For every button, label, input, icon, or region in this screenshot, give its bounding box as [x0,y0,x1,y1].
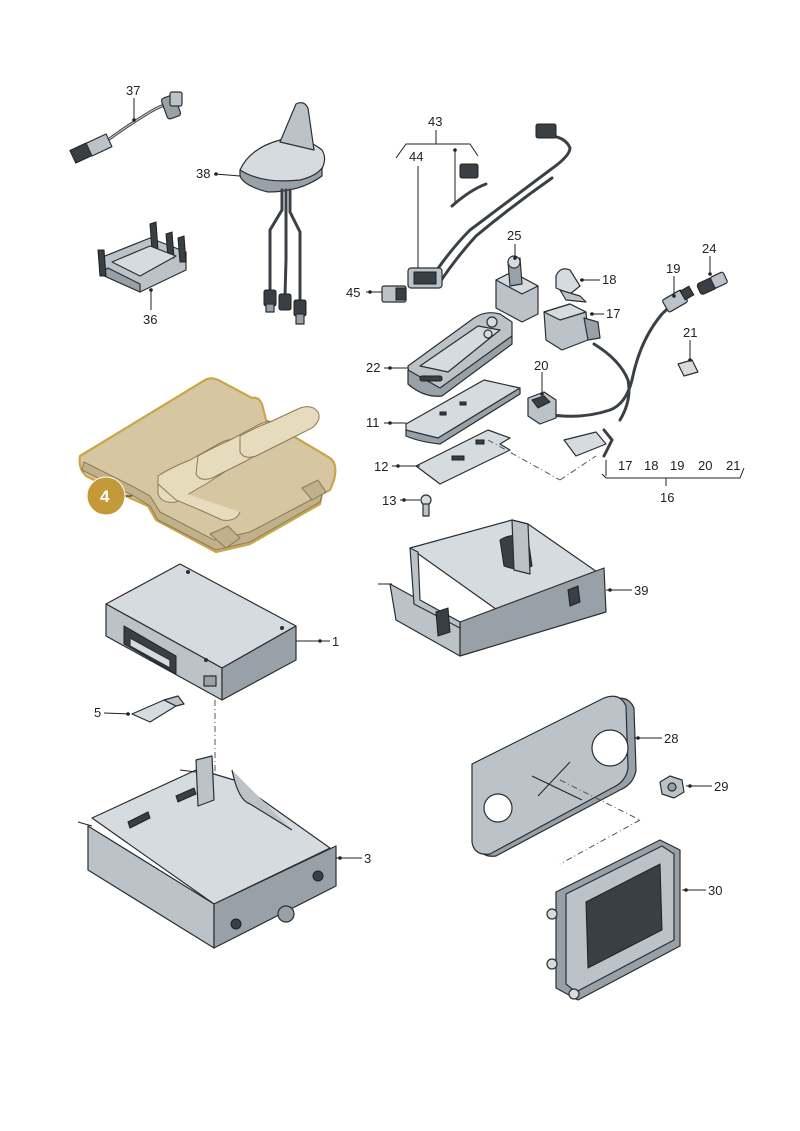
callout-22: 22 [366,360,408,375]
part-45-connector[interactable] [381,285,407,303]
callout-37: 37 [126,83,140,122]
callout-12: 12 [374,459,420,474]
callout-17: 17 [590,306,620,321]
label-16-18: 18 [644,458,658,473]
callout-5: 5 [94,705,131,720]
part-13-screw[interactable] [420,494,432,517]
part-24-adapter[interactable] [696,271,728,296]
label-17: 17 [606,306,620,321]
callout-24: 24 [702,241,716,276]
label-29: 29 [714,779,728,794]
part-16-harness[interactable] [544,285,695,458]
part-20-connector[interactable] [527,391,557,425]
part-28-mounting-plate[interactable] [471,695,637,857]
part-3-mounting-tray[interactable] [77,755,337,949]
label-16: 16 [660,490,674,505]
badge-label: 4 [100,487,110,506]
callout-38: 38 [196,166,241,181]
part-12-circuit-plate[interactable] [415,429,511,485]
part-1-control-unit[interactable] [105,563,297,701]
label-16-19: 19 [670,458,684,473]
part-29-nut[interactable] [659,775,685,799]
label-38: 38 [196,166,210,181]
label-13: 13 [382,493,396,508]
callout-3: 3 [336,851,371,866]
callout-28: 28 [634,731,678,746]
part-22-phone-cradle[interactable] [407,312,513,397]
label-16-20: 20 [698,458,712,473]
callout-45: 45 [346,285,382,300]
label-30: 30 [708,883,722,898]
callout-11: 11 [366,415,406,430]
part-39-housing[interactable] [378,519,607,657]
callout-13: 13 [382,493,420,508]
callout-29: 29 [686,779,728,794]
label-43: 43 [428,114,442,129]
label-22: 22 [366,360,380,375]
part-38-shark-fin-antenna[interactable] [239,102,326,325]
part-4-cover-highlighted[interactable] [78,377,337,554]
label-19: 19 [666,261,680,276]
leader-dashed-12b [559,455,597,481]
label-3: 3 [364,851,371,866]
label-45: 45 [346,285,360,300]
part-17-connector-housing[interactable] [543,303,601,351]
label-36: 36 [143,312,157,327]
callout-1: 1 [296,634,339,649]
callout-19: 19 [666,261,680,298]
label-16-17: 17 [618,458,632,473]
label-12: 12 [374,459,388,474]
part-43-antenna-harness[interactable] [407,123,572,289]
callout-39: 39 [606,583,648,598]
label-39: 39 [634,583,648,598]
label-5: 5 [94,705,101,720]
callout-25: 25 [507,228,521,260]
label-16-21: 21 [726,458,740,473]
callout-4-badge: 4 [86,476,132,516]
part-5-clip[interactable] [131,695,185,723]
callout-30: 30 [682,883,722,898]
label-18: 18 [602,272,616,287]
callout-16-group: 17 18 19 20 21 16 [601,458,745,505]
part-18-clip[interactable] [555,268,587,303]
callout-36: 36 [143,288,157,327]
callout-21: 21 [683,325,697,362]
part-21-clip[interactable] [677,359,699,377]
part-25-bracket[interactable] [495,255,539,323]
label-37: 37 [126,83,140,98]
label-28: 28 [664,731,678,746]
label-1: 1 [332,634,339,649]
callout-20: 20 [534,358,548,396]
leader-dashed-12 [487,439,561,481]
leader-dashed-28 [559,779,641,821]
label-25: 25 [507,228,521,243]
part-36-holder[interactable] [97,221,187,293]
badge-circle [86,476,126,516]
label-11: 11 [366,415,380,430]
leader-dashed-28b [559,819,641,865]
part-37-sensor-cable[interactable] [69,91,183,164]
callout-43-bracket: 43 44 [395,114,479,272]
label-20: 20 [534,358,548,373]
part-30-amplifier[interactable] [546,839,681,1001]
callout-18: 18 [580,272,616,287]
label-21: 21 [683,325,697,340]
label-24: 24 [702,241,716,256]
label-44: 44 [409,149,423,164]
part-11-pad[interactable] [405,379,521,445]
